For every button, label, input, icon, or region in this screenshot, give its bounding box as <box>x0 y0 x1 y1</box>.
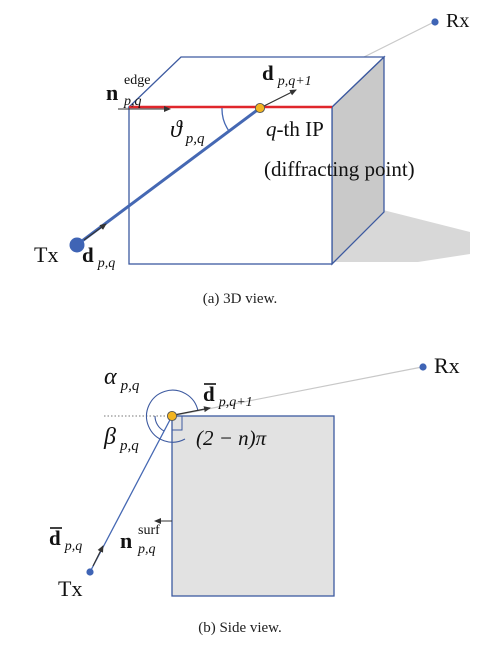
ip-rest: -th IP <box>277 117 324 141</box>
beta-label: β p,q <box>103 424 139 454</box>
box-shadow <box>332 210 470 262</box>
theta-sub: p,q <box>185 131 205 147</box>
d-sub: p,q <box>97 256 116 271</box>
theta-label: ϑ p,q <box>170 117 205 147</box>
wedge-angle-label: (2 − n)π <box>196 426 267 450</box>
n-surf-sub: p,q <box>137 542 156 557</box>
d-next-base: d <box>262 61 274 85</box>
n-surf-base: n <box>120 528 132 553</box>
alpha-arc <box>145 389 199 443</box>
beta-arc <box>154 415 165 432</box>
side-d-base: d <box>49 526 61 550</box>
alpha-base: α <box>104 364 117 390</box>
side-d-next-arrow <box>173 406 211 416</box>
theta-base: ϑ <box>170 117 183 143</box>
n-edge-sup: edge <box>124 73 150 88</box>
side-ray-to-rx <box>171 366 423 417</box>
tx-label: Tx <box>34 242 58 267</box>
n-surf-sup: surf <box>138 523 160 538</box>
ip-description: (diffracting point) <box>264 157 415 181</box>
d-arrow <box>83 223 107 241</box>
theta-arc <box>221 107 230 132</box>
beta-base: β <box>103 424 116 450</box>
side-d-label: d p,q <box>49 526 82 554</box>
caption-side: (b) Side view. <box>198 620 282 636</box>
n-edge-base: n <box>106 80 118 105</box>
alpha-label: α p,q <box>104 364 140 394</box>
d-next-arrow <box>261 89 297 108</box>
right-angle-marker <box>172 416 183 431</box>
side-tx-node <box>86 568 94 576</box>
alpha-sub: p,q <box>120 378 140 394</box>
side-d-sub: p,q <box>64 539 83 554</box>
n-edge-sub: p,q <box>123 94 142 109</box>
interaction-point <box>254 102 266 114</box>
n-edge-label: n <box>106 80 118 105</box>
side-d-next-sub: p,q+1 <box>218 395 253 410</box>
d-base: d <box>82 243 94 267</box>
side-tx-label: Tx <box>58 576 82 601</box>
d-label: d p,q <box>82 243 115 271</box>
side-d-next-base: d <box>203 382 215 406</box>
ip-q: q <box>266 117 277 141</box>
side-rx-label: Rx <box>434 353 460 378</box>
d-next-sub: p,q+1 <box>277 74 312 89</box>
side-rx-node <box>419 363 427 371</box>
side-interaction-point <box>166 410 178 422</box>
side-block <box>171 415 335 597</box>
beta-sub: p,q <box>119 438 139 454</box>
d-next-label: d p,q+1 <box>262 61 312 89</box>
side-d-next-label: d p,q+1 <box>203 382 253 410</box>
panel-side-view: Rx Tx α p,q β p,q d p,q+1 (2 − n)π d p,q… <box>49 353 460 636</box>
ip-label: q-th IP <box>266 117 324 141</box>
tx-node <box>69 237 85 253</box>
panel-3d-view: Rx Tx n edge p,q d p,q+1 ϑ p,q q-th IP (… <box>34 10 470 307</box>
side-d-arrow <box>92 545 104 567</box>
side-incident-ray <box>89 415 173 573</box>
rx-label: Rx <box>446 10 469 32</box>
caption-3d: (a) 3D view. <box>203 291 277 307</box>
incident-ray <box>77 106 261 246</box>
rx-node <box>431 18 439 26</box>
n-surf-label: n <box>120 528 132 553</box>
